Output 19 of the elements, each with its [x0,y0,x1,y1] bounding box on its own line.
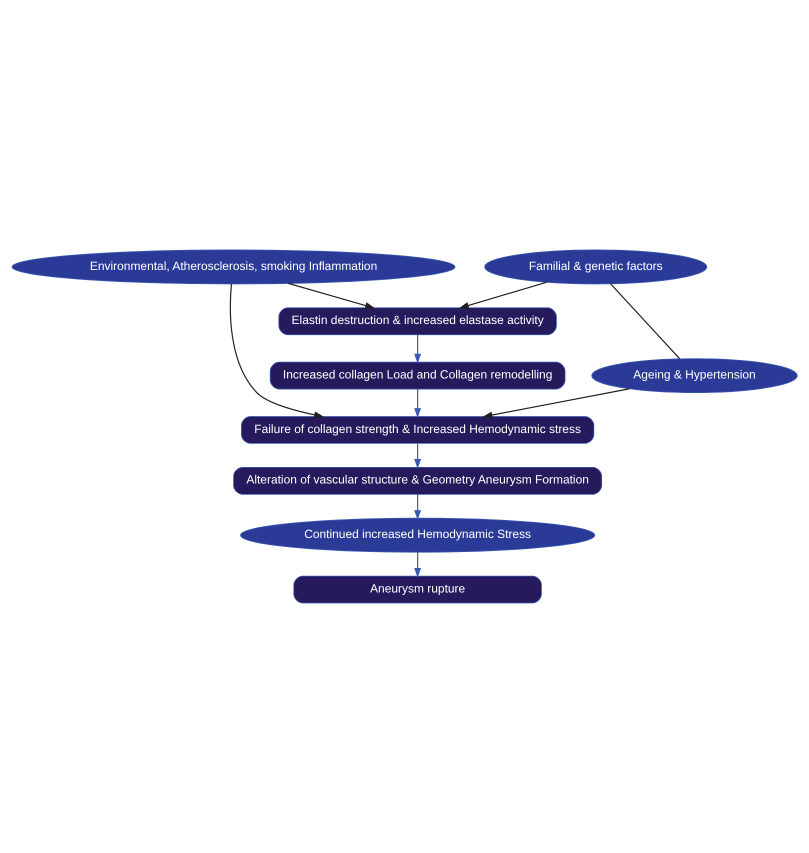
arrow [288,282,376,309]
node-ellipse: Environmental, Atherosclerosis, smoking Inflammation [12,250,456,284]
node-ellipse: Ageing & Hypertension [591,358,798,394]
arrow [414,494,422,520]
arrow [414,334,422,364]
arrow [482,388,630,418]
arrow [414,389,422,418]
node-box: Failure of collagen strength & Increased Hemodynamic stress [241,416,594,444]
node-box: Alteration of vascular structure & Geometry Aneurysm Formation [233,467,602,495]
arrow [414,444,422,469]
node-box: Aneurysm rupture [293,576,542,604]
node-box: Increased collagen Load and Collagen remodelling [270,362,566,390]
arrow [458,282,547,309]
arrow [414,552,422,578]
node-box: Elastin destruction & increased elastase activity [278,307,557,336]
arrow [230,284,324,418]
connector [610,283,680,360]
node-ellipse: Familial & genetic factors [484,250,708,284]
node-ellipse: Continued increased Hemodynamic Stress [240,518,596,553]
